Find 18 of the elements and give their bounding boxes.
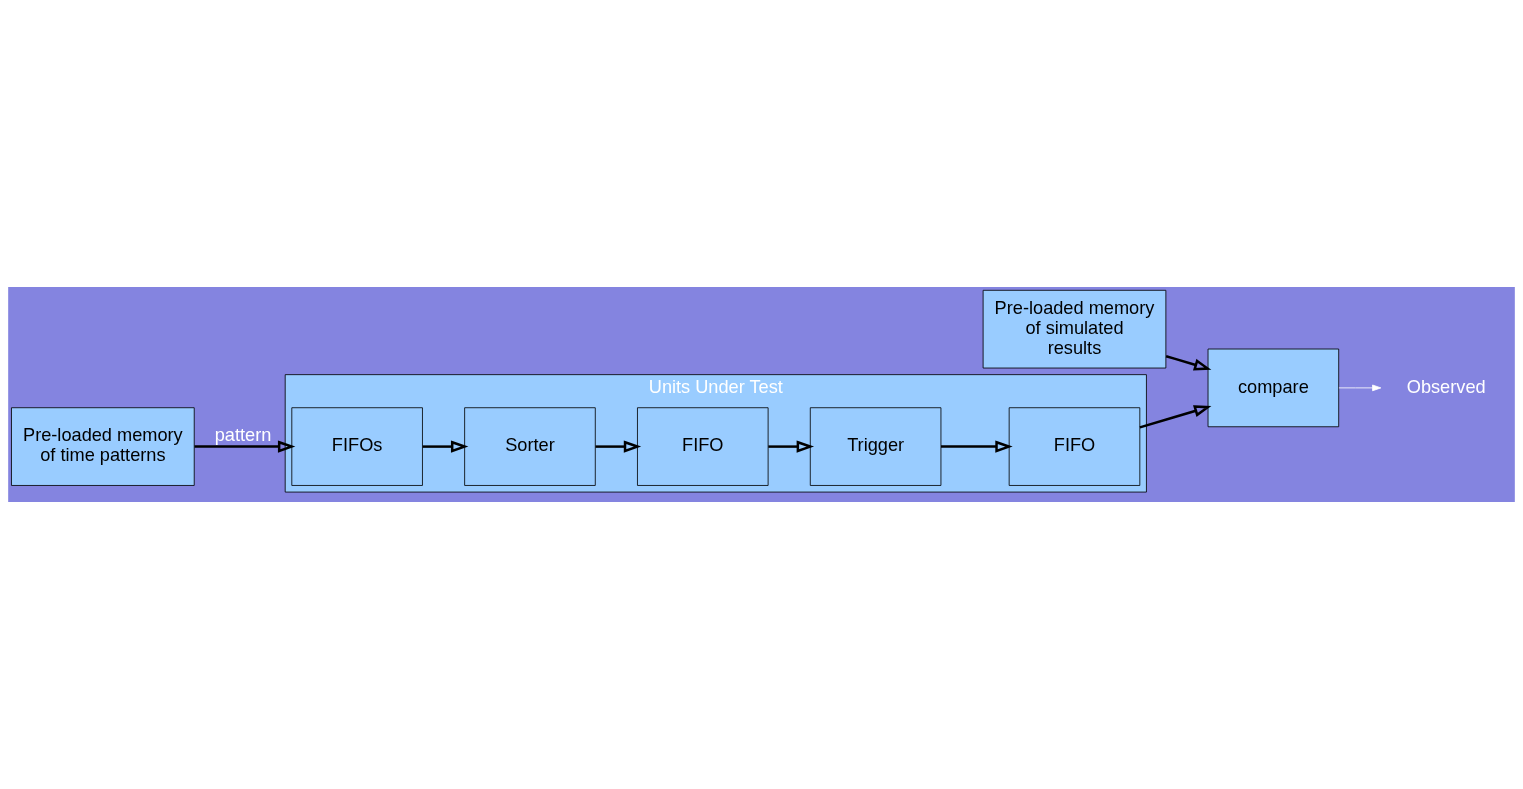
arrow — [1139, 405, 1212, 429]
arrow — [422, 440, 469, 453]
arrow — [1338, 384, 1382, 392]
arrow — [194, 440, 296, 453]
node-box: FIFO — [637, 407, 769, 486]
node-box: FIFOs — [291, 407, 423, 486]
arrow — [768, 440, 814, 453]
node-box: Trigger — [809, 407, 942, 486]
arrow — [1165, 355, 1212, 371]
arrow — [941, 440, 1013, 453]
node-box: Sorter — [464, 407, 596, 486]
node-text: Observed — [1406, 376, 1486, 397]
node-box: Pre-loaded memory of simulated results — [982, 289, 1167, 369]
node-box: compare — [1207, 348, 1340, 428]
node-box: FIFO — [1008, 407, 1141, 486]
edge-label: pattern — [214, 425, 272, 446]
arrow — [595, 440, 642, 453]
node-box: Pre-loaded memory of time patterns — [11, 407, 195, 486]
